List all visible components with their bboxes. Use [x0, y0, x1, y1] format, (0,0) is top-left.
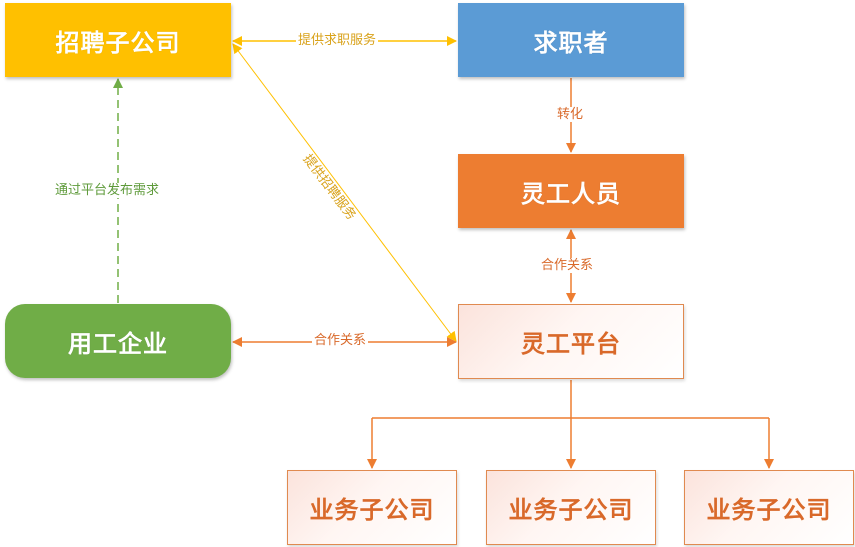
edge-recruit-platform [232, 43, 457, 342]
edge-label-job-service: 提供求职服务 [296, 33, 379, 48]
node-business-subsidiary: 业务子公司 [684, 470, 854, 545]
edge-label-convert: 转化 [555, 107, 586, 122]
edge-label-cooperation-horizontal: 合作关系 [312, 333, 369, 348]
node-business-subsidiary: 业务子公司 [287, 470, 457, 545]
edge-label-publish-demand: 通过平台发布需求 [53, 183, 162, 198]
node-recruit-subsidiary: 招聘子公司 [5, 3, 231, 77]
node-flex-platform: 灵工平台 [458, 304, 684, 379]
node-business-subsidiary: 业务子公司 [486, 470, 656, 545]
node-employer: 用工企业 [5, 304, 231, 378]
node-job-seeker: 求职者 [458, 3, 684, 77]
node-flex-worker: 灵工人员 [458, 154, 684, 228]
edge-label-cooperation-vertical: 合作关系 [539, 258, 596, 273]
